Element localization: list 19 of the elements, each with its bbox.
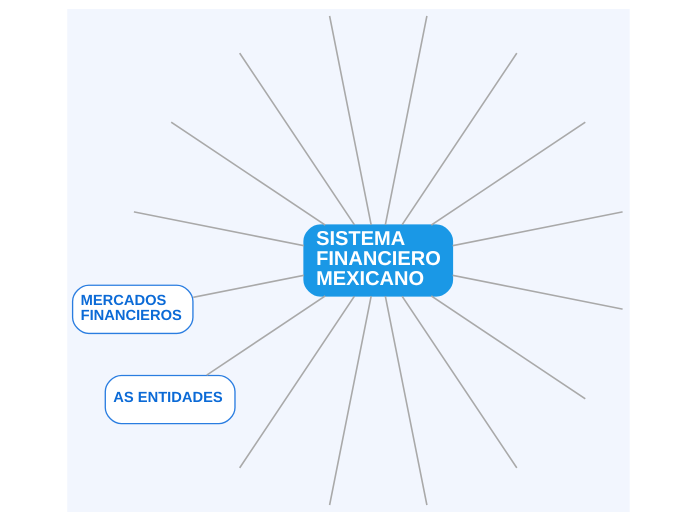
- connector: [328, 296, 372, 505]
- connector: [170, 121, 326, 226]
- connector: [452, 210, 622, 246]
- connector: [430, 121, 586, 226]
- connector: [133, 210, 304, 246]
- connector: [192, 274, 304, 298]
- connector: [400, 295, 517, 468]
- connector: [206, 294, 326, 376]
- connector: [238, 52, 354, 225]
- connector: [384, 15, 428, 224]
- connector: [430, 294, 586, 400]
- connector: [384, 296, 428, 505]
- connector: [400, 52, 517, 225]
- node-box: SISTEMA FINANCIERO MEXICANO: [302, 224, 453, 296]
- node-box: AS ENTIDADES: [104, 374, 236, 424]
- connector: [328, 15, 372, 224]
- connector: [452, 274, 622, 310]
- node-box: MERCADOS FINANCIEROS: [71, 284, 194, 334]
- connector: [238, 295, 354, 468]
